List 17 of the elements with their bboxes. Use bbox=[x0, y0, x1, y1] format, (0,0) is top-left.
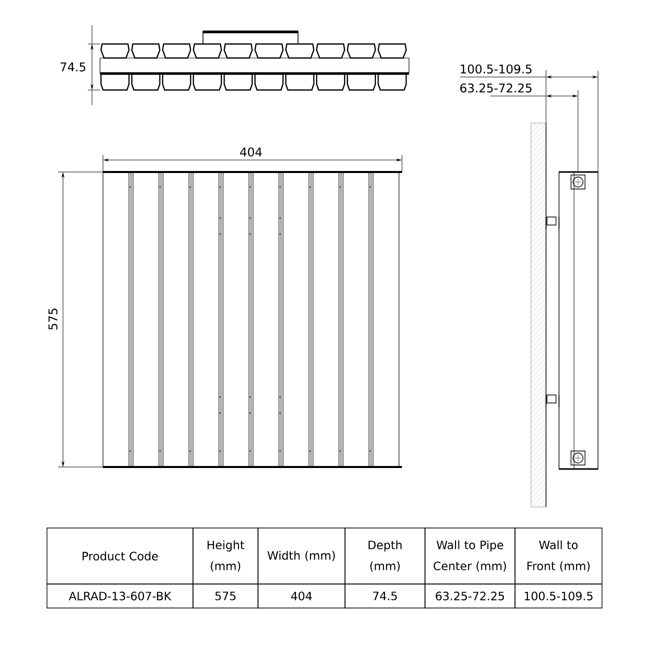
table-cell: Height (mm) bbox=[192, 528, 258, 584]
table-cell: Depth (mm) bbox=[344, 528, 426, 584]
table-cell: 74.5 bbox=[344, 584, 426, 608]
table-cell: Wall to Pipe Center (mm) bbox=[424, 528, 516, 584]
table-cell: ALRAD-13-607-BK bbox=[46, 584, 194, 608]
table-cell: 63.25-72.25 bbox=[424, 584, 516, 608]
table-cell: Width (mm) bbox=[258, 528, 346, 584]
dimension-label: 575 bbox=[48, 308, 58, 330]
table-cell: 575 bbox=[192, 584, 258, 608]
table-cell: Product Code bbox=[46, 528, 194, 584]
dimension-label: 100.5-109.5 bbox=[460, 64, 532, 74]
dimension-label: 404 bbox=[240, 147, 262, 157]
table-cell: 404 bbox=[258, 584, 346, 608]
table-cell: 100.5-109.5 bbox=[514, 584, 602, 608]
dimension-label: 74.5 bbox=[60, 62, 86, 72]
table-cell: Wall to Front (mm) bbox=[514, 528, 602, 584]
dimension-label: 63.25-72.25 bbox=[460, 83, 532, 93]
